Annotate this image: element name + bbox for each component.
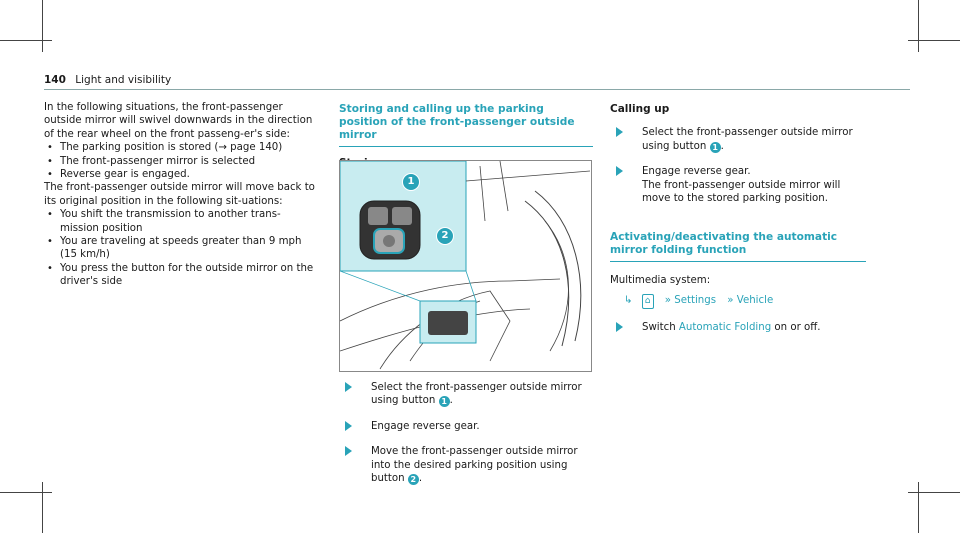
header-divider (44, 89, 910, 90)
step-arrow-icon (616, 166, 623, 177)
bullet-item: •You are traveling at speeds greater tha… (47, 236, 302, 261)
automatic-folding-option: Automatic Folding (678, 322, 772, 334)
bullet-dot: • (47, 236, 53, 248)
right-column: Calling up Select the front-passenger ou… (610, 103, 866, 335)
step-arrow-icon (345, 446, 352, 457)
crop-mark (0, 492, 52, 493)
storing-steps: Select the front-passenger outside mirro… (339, 381, 593, 497)
section-heading-storing: Storing and calling up the parking posit… (339, 103, 575, 141)
bullet-dot: • (47, 262, 53, 274)
button-badge: 1 (709, 141, 721, 153)
menu-path-arrow-icon: ↳ (624, 294, 633, 306)
bullet-item: •The front-passenger mirror is selected (47, 155, 256, 167)
menu-path: ↳ ⌂ » Settings » Vehicle (610, 293, 866, 310)
heading-rule (610, 261, 866, 263)
instruction-step: Select the front-passenger outside mirro… (610, 126, 866, 153)
nav-settings: Settings (674, 294, 717, 306)
bullet-dot: • (47, 169, 53, 181)
heading-rule (339, 146, 593, 147)
bullet-item: •The parking position is stored (→ page … (47, 142, 283, 154)
instruction-step: Engage reverse gear.The front-passenger … (610, 165, 866, 205)
return-text: The front-passenger outside mirror will … (44, 182, 315, 207)
step-result: The front-passenger outside mirror will … (642, 179, 841, 205)
page-number: 140 (44, 74, 66, 86)
intro-text: In the following situations, the front-p… (44, 102, 313, 140)
bullet-dot: • (47, 209, 53, 221)
double-chevron-icon: » (664, 294, 671, 306)
button-badge: 1 (438, 396, 450, 408)
calling-up-subheading: Calling up (610, 103, 670, 115)
section-title: Light and visibility (75, 74, 172, 86)
crop-mark (908, 40, 960, 41)
nav-vehicle: Vehicle (736, 294, 774, 306)
crop-mark (908, 492, 960, 493)
crop-mark (0, 40, 52, 41)
multimedia-label: Multimedia system: (610, 275, 711, 287)
step-arrow-icon (616, 322, 623, 333)
page-header: 140 Light and visibility (44, 74, 171, 86)
bullet-dot: • (47, 155, 53, 167)
figure-badge-2: 2 (436, 227, 454, 245)
left-column: In the following situations, the front-p… (44, 101, 318, 289)
instruction-step: Engage reverse gear. (339, 420, 593, 433)
bullet-item: •You press the button for the outside mi… (47, 262, 314, 288)
step-arrow-icon (345, 382, 352, 392)
home-icon: ⌂ (641, 293, 654, 310)
mirror-control-figure: 1 2 (339, 160, 592, 372)
instruction-step: Move the front-passenger outside mirror … (339, 445, 593, 486)
door-panel-illustration (339, 160, 591, 370)
bullet-item: •Reverse gear is engaged. (47, 169, 190, 181)
crop-mark (42, 482, 43, 533)
instruction-step: Select the front-passenger outside mirro… (339, 381, 593, 408)
section-heading-folding: Activating/deactivating the automatic mi… (610, 231, 838, 257)
bullet-item: •You shift the transmission to another t… (47, 209, 281, 234)
switch-step: Switch Automatic Folding on or off. (610, 321, 866, 334)
step-arrow-icon (345, 420, 352, 431)
crop-mark (918, 482, 919, 533)
figure-badge-1: 1 (402, 173, 420, 191)
step-arrow-icon (616, 127, 623, 138)
button-badge: 2 (407, 474, 419, 486)
crop-mark (918, 0, 919, 52)
crop-mark (42, 0, 43, 52)
double-chevron-icon: » (727, 294, 734, 306)
bullet-dot: • (47, 142, 53, 154)
